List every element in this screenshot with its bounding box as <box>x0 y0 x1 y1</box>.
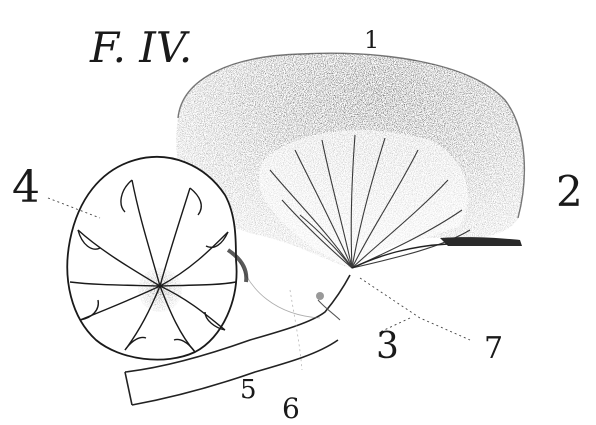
rosette-structure <box>67 157 246 360</box>
striated-fan <box>259 130 470 268</box>
label-2: 2 <box>556 167 583 216</box>
figure-title: F. IV. <box>89 23 192 72</box>
label-4: 4 <box>12 162 40 213</box>
label-3: 3 <box>376 326 399 367</box>
label-6: 6 <box>282 392 300 425</box>
label-1: 1 <box>364 26 379 54</box>
label-7: 7 <box>484 331 503 366</box>
label-5: 5 <box>240 375 257 405</box>
